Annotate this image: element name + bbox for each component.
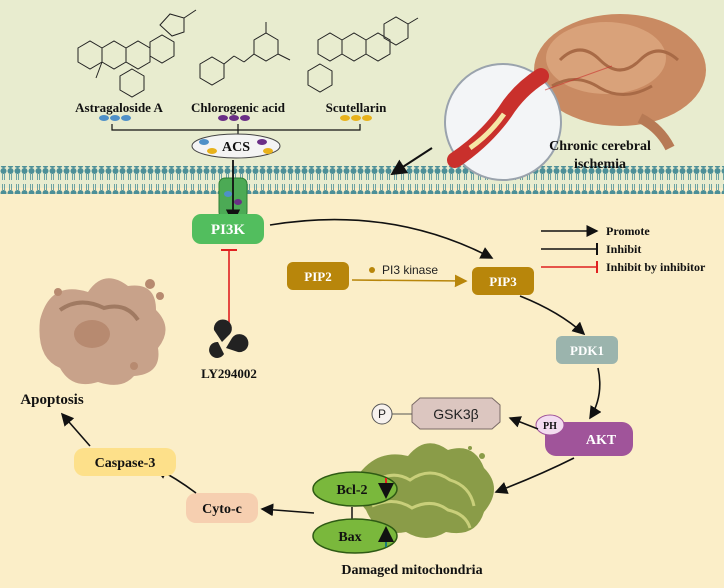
compound-label-astragaloside: Astragaloside A [75, 100, 163, 115]
astragaloside-structure [77, 9, 197, 98]
inhibitor-molecule-icon [209, 319, 249, 358]
bcl2-node [312, 471, 398, 507]
pi3-kinase-label: PI3 kinase [382, 263, 438, 277]
pip3-to-pdk1-arrow [519, 295, 586, 336]
pdk1-label: PDK1 [570, 343, 604, 358]
legend-inhibit-label: Inhibit [606, 242, 641, 256]
caspase3-to-apoptosis-arrow [60, 412, 91, 447]
mito-to-cytoc-arrow [260, 503, 315, 517]
phospho-circle [371, 403, 393, 425]
compound-label-scutellarin: Scutellarin [326, 100, 387, 115]
pi3-kinase-dot [369, 267, 375, 273]
apoptotic-cell-illustration [39, 278, 166, 385]
pip3-label: PIP3 [489, 274, 517, 289]
gsk3b-label: GSK3β [433, 406, 478, 422]
acs-dot [199, 139, 209, 145]
pi3k-node [192, 214, 264, 244]
compound-dots-astragaloside [99, 115, 131, 121]
compound-label-chlorogenic: Chlorogenic acid [191, 100, 286, 115]
legend-promote-label: Promote [606, 224, 650, 238]
bax-node [312, 518, 398, 554]
pdk1-node [556, 336, 618, 364]
disease-label-line1: Chronic cerebral [549, 139, 651, 154]
scutellarin-structure [307, 16, 419, 93]
bcl2-label: Bcl-2 [336, 483, 367, 498]
cytoc-label: Cyto-c [202, 502, 242, 517]
gsk3b-node [411, 397, 501, 430]
acs-dot [257, 139, 267, 145]
ph-domain [535, 414, 565, 436]
pip3-node [472, 267, 534, 295]
receptor-dot [224, 191, 232, 197]
damaged-mitochondria-illustration [355, 443, 494, 538]
inhibitor-label: LY294002 [201, 366, 257, 381]
disease-label-line2: ischemia [574, 157, 626, 172]
compound-dots-scutellarin [340, 115, 372, 121]
cytoc-node [186, 493, 258, 523]
akt-to-gsk3b-arrow [508, 416, 539, 430]
pi3k-to-pip3-arrow [269, 218, 494, 259]
acs-label: ACS [222, 140, 250, 155]
vessel-plaque [468, 112, 507, 151]
compound-dots-chlorogenic [218, 115, 250, 121]
pip2-to-pip3-arrow [351, 274, 468, 288]
pip2-node [287, 262, 349, 290]
caspase3-label: Caspase-3 [95, 456, 156, 471]
receptor-dot [234, 199, 242, 205]
acs-dot [207, 148, 217, 154]
bax-label: Bax [338, 530, 361, 545]
mito-label: Damaged mitochondria [341, 563, 482, 578]
legend-inhibitor-label: Inhibit by inhibitor [606, 260, 706, 274]
ph-label: PH [543, 421, 557, 432]
pi3k-label: PI3K [211, 222, 246, 238]
akt-to-mito-arrow [494, 457, 575, 494]
disease-arrow [390, 147, 433, 176]
pip2-label: PIP2 [304, 269, 331, 284]
chlorogenic-acid-structure [199, 22, 291, 86]
caspase3-node [74, 448, 176, 476]
apoptosis-label: Apoptosis [20, 392, 84, 408]
brain-illustration [534, 14, 706, 151]
acs-dot [263, 148, 273, 154]
phospho-label: P [378, 407, 386, 421]
akt-node [545, 422, 633, 456]
akt-label: AKT [586, 433, 617, 448]
magnifier-beam [544, 65, 613, 91]
legend: Promote Inhibit Inhibit by inhibitor [541, 224, 706, 274]
cell-membrane [0, 166, 724, 194]
pdk1-to-akt-arrow [589, 367, 602, 420]
